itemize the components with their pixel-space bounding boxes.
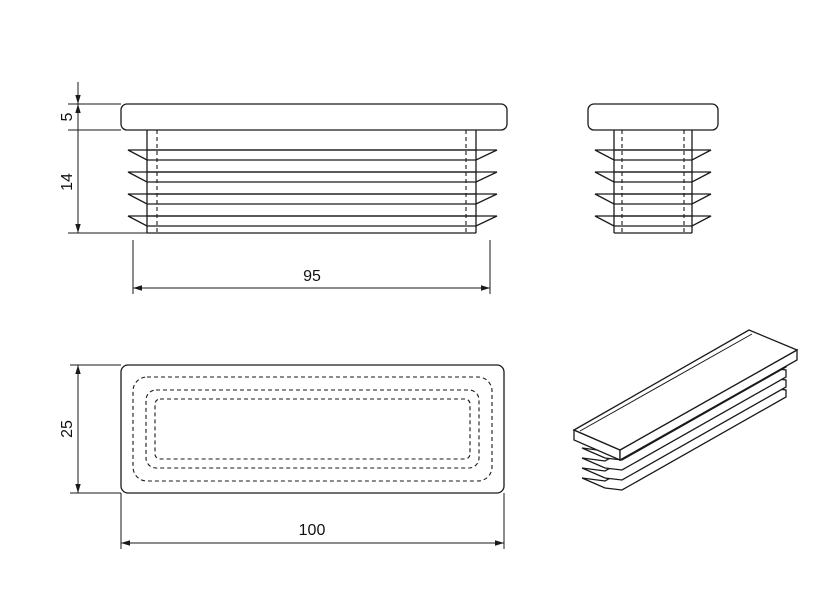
height-dimension: 5 14 xyxy=(59,82,147,234)
dim-insert-length: 95 xyxy=(303,268,321,285)
side-cap xyxy=(587,103,719,131)
front-cap xyxy=(120,103,508,131)
bottom-outline xyxy=(120,364,505,494)
isometric-view xyxy=(572,329,799,491)
dim-insert-height: 14 xyxy=(59,173,76,191)
dim-cap-thickness: 5 xyxy=(59,112,76,121)
iso-cap-top xyxy=(572,329,799,451)
dim-width: 25 xyxy=(59,420,76,438)
side-view xyxy=(587,103,719,234)
side-ribs xyxy=(594,149,712,227)
front-view: 5 14 95 xyxy=(59,82,508,294)
dim-overall-length: 100 xyxy=(299,522,326,539)
width-dimension: 25 xyxy=(59,364,121,494)
overall-length-dimension: 100 xyxy=(120,493,505,549)
insert-length-dimension: 95 xyxy=(132,240,491,294)
front-ribs xyxy=(127,149,498,227)
bottom-view: 25 100 xyxy=(59,364,505,549)
